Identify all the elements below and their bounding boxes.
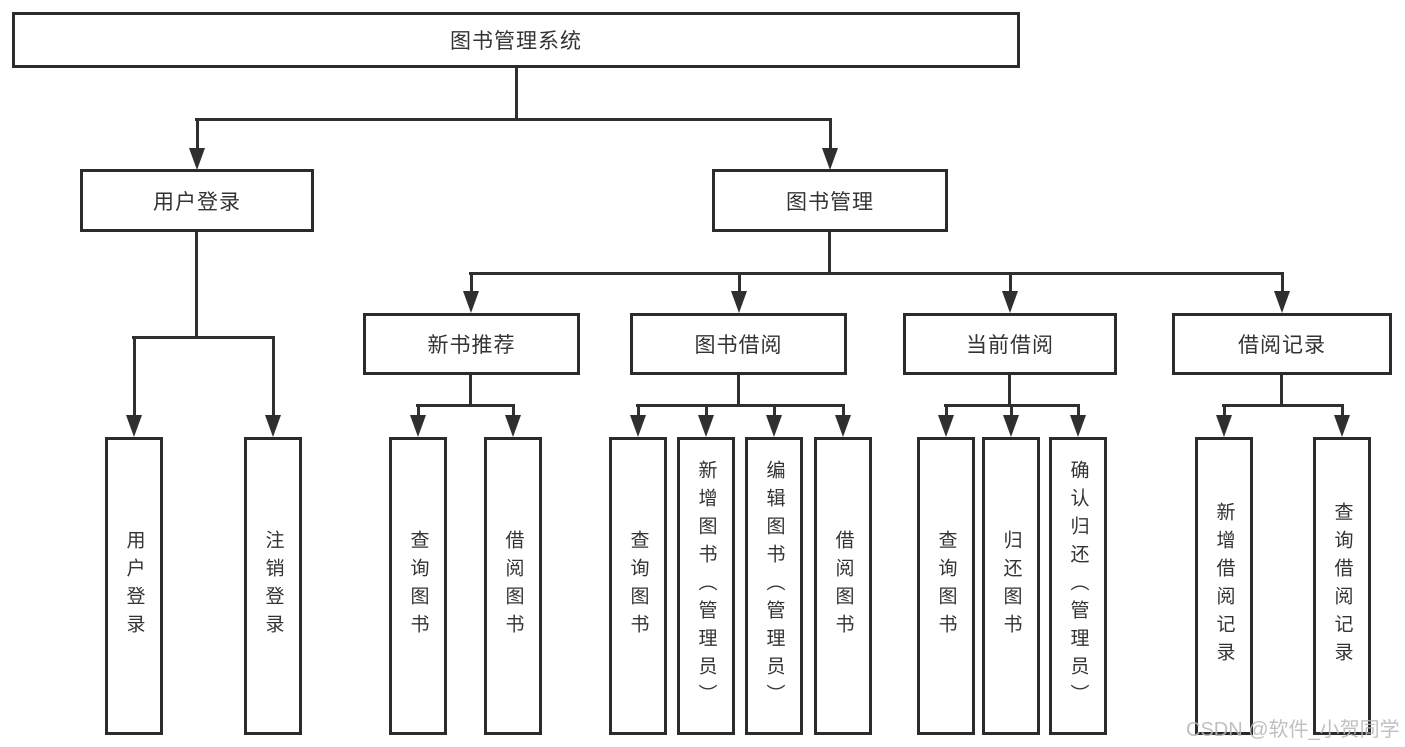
- arrow-down-icon: [731, 272, 747, 313]
- arrow-down-icon: [766, 404, 782, 437]
- leaf-user-login: 用户登录: [105, 437, 163, 735]
- csdn-watermark: CSDN @软件_小贺同学: [1186, 719, 1400, 741]
- leaf-label: 借阅图书: [832, 530, 854, 642]
- node-label: 图书借阅: [694, 334, 783, 357]
- leaf-edit-books-admin: 编辑图书（管理员）: [745, 437, 803, 735]
- connector-line: [1008, 373, 1011, 407]
- connector-line: [469, 373, 472, 407]
- arrow-down-icon: [463, 272, 479, 313]
- connector-line: [132, 336, 275, 339]
- arrow-down-icon: [835, 404, 851, 437]
- node-new-book-recommendation: 新书推荐: [363, 313, 580, 375]
- arrow-down-icon: [1070, 404, 1086, 437]
- node-book-management: 图书管理: [712, 169, 948, 232]
- leaf-label: 查询图书: [935, 530, 957, 642]
- leaf-label: 用户登录: [123, 530, 145, 642]
- node-label: 新书推荐: [427, 334, 516, 357]
- leaf-borrow-books: 借阅图书: [814, 437, 872, 735]
- arrow-down-icon: [189, 118, 205, 170]
- leaf-label: 编辑图书（管理员）: [763, 460, 785, 712]
- connector-line: [1222, 404, 1344, 407]
- node-book-borrowing: 图书借阅: [630, 313, 847, 375]
- node-label: 图书管理系统: [450, 30, 582, 53]
- leaf-label: 查询借阅记录: [1331, 502, 1353, 670]
- leaf-label: 新增图书（管理员）: [695, 460, 717, 712]
- leaf-label: 归还图书: [1000, 530, 1022, 642]
- leaf-query-books-current: 查询图书: [917, 437, 975, 735]
- connector-line: [515, 68, 518, 121]
- connector-line: [416, 404, 515, 407]
- leaf-query-books-borrow: 查询图书: [609, 437, 667, 735]
- node-label: 用户登录: [153, 190, 241, 214]
- connector-line: [469, 272, 1284, 275]
- arrow-down-icon: [698, 404, 714, 437]
- leaf-return-books: 归还图书: [982, 437, 1040, 735]
- node-borrowing-records: 借阅记录: [1172, 313, 1392, 375]
- leaf-label: 查询图书: [407, 530, 429, 642]
- node-label: 借阅记录: [1238, 334, 1326, 357]
- arrow-down-icon: [938, 404, 954, 437]
- arrow-down-icon: [126, 336, 142, 437]
- leaf-query-books-recommend: 查询图书: [389, 437, 447, 735]
- leaf-label: 注销登录: [262, 530, 284, 642]
- leaf-logout: 注销登录: [244, 437, 302, 735]
- leaf-add-borrow-record: 新增借阅记录: [1195, 437, 1253, 735]
- arrow-down-icon: [1003, 404, 1019, 437]
- leaf-confirm-return-admin: 确认归还（管理员）: [1049, 437, 1107, 735]
- connector-line: [737, 373, 740, 407]
- arrow-down-icon: [1274, 272, 1290, 313]
- arrow-down-icon: [1334, 404, 1350, 437]
- arrow-down-icon: [1216, 404, 1232, 437]
- leaf-label: 查询图书: [627, 530, 649, 642]
- leaf-label: 确认归还（管理员）: [1067, 460, 1089, 712]
- leaf-add-books-admin: 新增图书（管理员）: [677, 437, 735, 735]
- leaf-borrow-books-recommend: 借阅图书: [484, 437, 542, 735]
- arrow-down-icon: [265, 336, 281, 437]
- leaf-label: 借阅图书: [502, 530, 524, 642]
- node-current-borrowing: 当前借阅: [903, 313, 1117, 375]
- arrow-down-icon: [822, 118, 838, 170]
- node-label: 图书管理: [786, 190, 874, 214]
- leaf-query-borrow-record: 查询借阅记录: [1313, 437, 1371, 735]
- arrow-down-icon: [630, 404, 646, 437]
- connector-line: [1280, 373, 1283, 407]
- node-user-login: 用户登录: [80, 169, 314, 232]
- leaf-label: 新增借阅记录: [1213, 502, 1235, 670]
- arrow-down-icon: [1002, 272, 1018, 313]
- node-label: 当前借阅: [966, 334, 1054, 357]
- arrow-down-icon: [410, 404, 426, 437]
- connector-line: [828, 232, 831, 275]
- connector-line: [195, 232, 198, 339]
- connector-line: [195, 118, 832, 121]
- arrow-down-icon: [505, 404, 521, 437]
- connector-line: [636, 404, 845, 407]
- node-library-management-system: 图书管理系统: [12, 12, 1020, 68]
